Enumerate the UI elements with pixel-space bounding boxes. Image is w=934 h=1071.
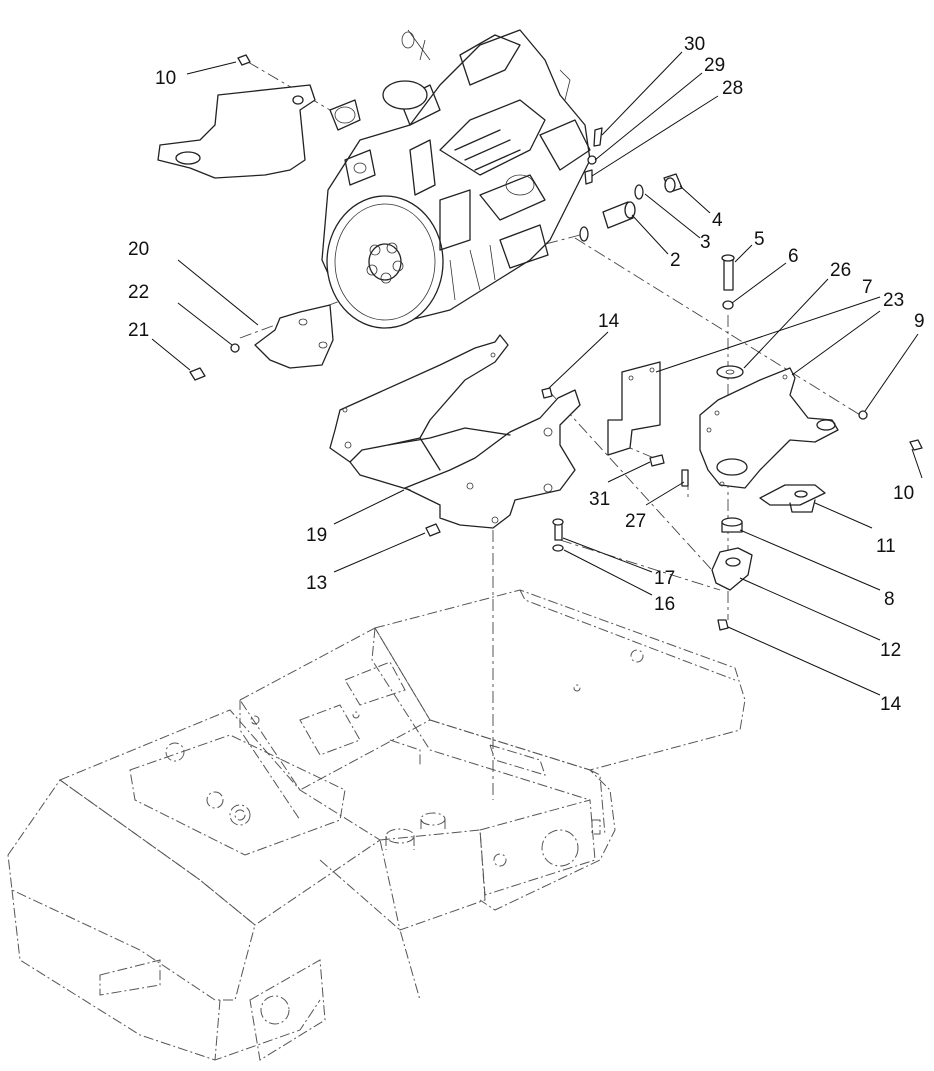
washer-16 bbox=[552, 544, 564, 552]
bracket-26 bbox=[607, 361, 661, 456]
engine-mount-plate-23 bbox=[699, 367, 839, 489]
washer-left bbox=[579, 226, 589, 242]
callout-28: 28 bbox=[722, 78, 743, 99]
bolt-21 bbox=[189, 367, 206, 381]
washer-22 bbox=[230, 343, 240, 353]
callout-21: 21 bbox=[128, 320, 149, 341]
washer-7 bbox=[716, 365, 744, 379]
callout-9: 9 bbox=[914, 311, 925, 332]
callout-8: 8 bbox=[884, 589, 895, 610]
engine-mount-bracket-19 bbox=[329, 334, 581, 529]
isolator-8 bbox=[721, 517, 743, 533]
nut-9 bbox=[858, 410, 868, 420]
callout-10-right: 10 bbox=[893, 483, 914, 504]
callout-7: 7 bbox=[862, 277, 873, 298]
isolator-mount-11 bbox=[759, 484, 826, 513]
washer-3 bbox=[634, 184, 644, 200]
callout-14-lower: 14 bbox=[880, 694, 902, 715]
callout-29: 29 bbox=[704, 55, 725, 76]
engine-mount-bracket-20 bbox=[254, 304, 334, 369]
callout-2: 2 bbox=[670, 250, 681, 271]
isolator-mount-12 bbox=[711, 547, 753, 591]
callout-20: 20 bbox=[128, 239, 149, 260]
callout-30: 30 bbox=[684, 34, 705, 55]
callout-17: 17 bbox=[654, 568, 675, 589]
nut-14-lower bbox=[717, 619, 729, 631]
washer-6 bbox=[722, 300, 734, 310]
bolt-17 bbox=[552, 518, 564, 541]
engine-assembly bbox=[321, 29, 591, 329]
callout-13: 13 bbox=[306, 573, 327, 594]
callout-labels: 30 29 28 10 4 3 2 5 6 26 7 23 9 20 22 21… bbox=[128, 34, 925, 715]
bolt-27 bbox=[681, 469, 689, 487]
callout-23: 23 bbox=[883, 290, 904, 311]
callout-16: 16 bbox=[654, 594, 675, 615]
callout-26: 26 bbox=[830, 260, 851, 281]
bolt-31 bbox=[649, 454, 665, 467]
callout-12: 12 bbox=[880, 640, 901, 661]
engine-lift-bracket bbox=[157, 84, 316, 179]
callout-11: 11 bbox=[876, 536, 896, 557]
nut-14-upper bbox=[541, 387, 553, 399]
bolt-10-right bbox=[909, 439, 923, 451]
spacer-2 bbox=[602, 201, 636, 229]
callout-14-upper: 14 bbox=[598, 311, 620, 332]
callout-10-top: 10 bbox=[155, 68, 176, 89]
bolt-10-top bbox=[237, 54, 251, 66]
callout-4: 4 bbox=[712, 210, 723, 231]
cap-4 bbox=[663, 173, 683, 193]
callout-19: 19 bbox=[306, 525, 327, 546]
callout-6: 6 bbox=[788, 246, 799, 267]
leader-lines bbox=[151, 51, 923, 696]
callout-27: 27 bbox=[625, 511, 646, 532]
frame-phantom bbox=[7, 589, 746, 1061]
callout-3: 3 bbox=[700, 232, 711, 253]
callout-22: 22 bbox=[128, 282, 149, 303]
callout-5: 5 bbox=[754, 229, 765, 250]
bolt-5 bbox=[721, 254, 735, 291]
fitting-28-30 bbox=[584, 127, 603, 185]
callout-31: 31 bbox=[589, 489, 610, 510]
nut-13 bbox=[425, 523, 441, 537]
